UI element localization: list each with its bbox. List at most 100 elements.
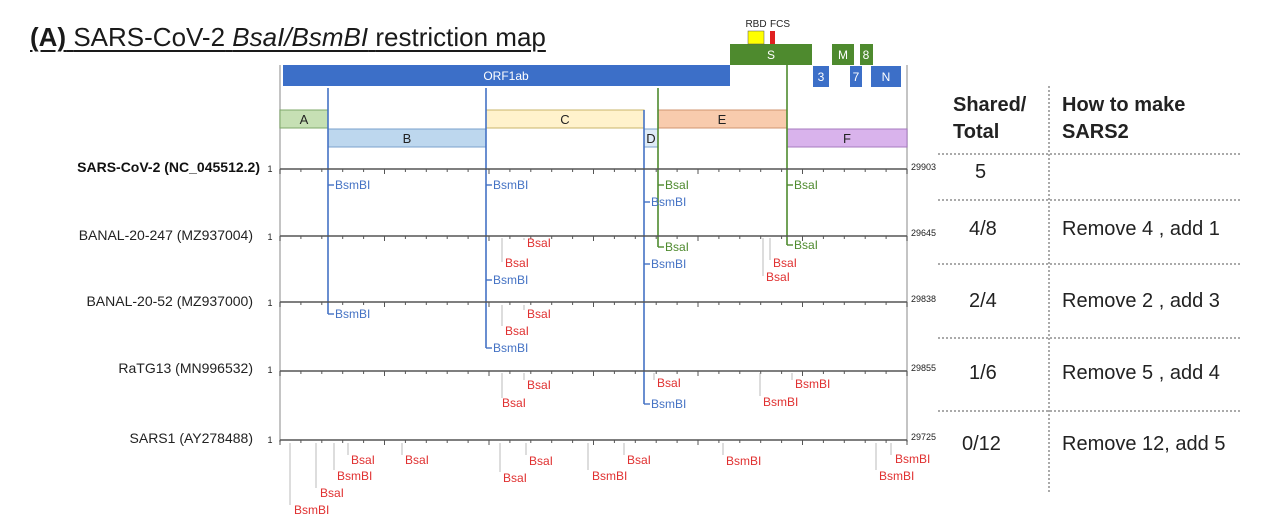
- title-enzymes: BsaI/BsmBI: [232, 22, 369, 52]
- title-virus: SARS-CoV-2: [73, 22, 226, 52]
- rbd-box: [747, 30, 765, 45]
- rbd-label: RBD: [745, 19, 766, 30]
- orf7-label: 7: [853, 70, 860, 84]
- header-how-line1: How to make: [1062, 94, 1186, 116]
- site-bsai: BsaI: [505, 324, 529, 338]
- fragment-d-label: D: [646, 131, 655, 146]
- fcs-label: FCS: [770, 19, 790, 30]
- genome-start-ratg13: 1: [267, 365, 272, 375]
- genome-end-banal52: 29838: [911, 294, 936, 304]
- orf1ab-label: ORF1ab: [483, 69, 529, 83]
- how-cell-banal247: Remove 4 , add 1: [1062, 218, 1220, 240]
- site-bsmbi: BsmBI: [337, 469, 372, 483]
- site-bsmbi: BsmBI: [335, 178, 370, 192]
- site-bsai: BsaI: [529, 454, 553, 468]
- site-bsai: BsaI: [351, 453, 375, 467]
- site-bsmbi: BsmBI: [651, 257, 686, 271]
- table-lines: [938, 86, 1240, 492]
- orf3-label: 3: [818, 70, 825, 84]
- figure-title: (A) SARS-CoV-2 BsaI/BsmBI restriction ma…: [30, 22, 546, 53]
- genome-end-ratg13: 29855: [911, 363, 936, 373]
- header-shared-line2: Total: [953, 121, 1000, 143]
- site-bsai: BsaI: [503, 471, 527, 485]
- site-bsai: BsaI: [320, 486, 344, 500]
- s-gene-label: S: [767, 48, 775, 62]
- title-suffix: restriction map: [375, 22, 546, 52]
- genome-label-ratg13: RaTG13 (MN996532): [118, 360, 253, 376]
- site-bsmbi: BsmBI: [879, 469, 914, 483]
- site-bsai: BsaI: [665, 240, 689, 254]
- orf8-label: 8: [863, 48, 870, 62]
- genome-axes: [279, 168, 908, 445]
- fragment-a-label: A: [300, 112, 309, 127]
- orf7-bar: [850, 66, 862, 87]
- site-bsmbi: BsmBI: [763, 395, 798, 409]
- n-gene-bar: [871, 66, 901, 87]
- fcs-box: [770, 31, 775, 44]
- genome-end-sarscov2: 29903: [911, 162, 936, 172]
- panel-label: (A): [30, 22, 67, 52]
- orf1ab-bar: [283, 65, 730, 86]
- site-bsai: BsaI: [527, 307, 551, 321]
- site-bsai: BsaI: [527, 236, 551, 250]
- table-header-how: How to make SARS2: [1062, 92, 1185, 146]
- m-gene-label: M: [838, 48, 848, 62]
- n-gene-label: N: [882, 70, 891, 84]
- header-how-line2: SARS2: [1062, 121, 1129, 143]
- site-bsmbi: BsmBI: [895, 452, 930, 466]
- site-bsai: BsaI: [405, 453, 429, 467]
- orf8-bar: [860, 44, 873, 65]
- shared-cell-sars1: 0/12: [962, 433, 1001, 455]
- row-labels: SARS-CoV-2 (NC_045512.2) BANAL-20-247 (M…: [77, 159, 936, 446]
- genome-end-banal247: 29645: [911, 228, 936, 238]
- genome-start-sars1: 1: [267, 435, 272, 445]
- orf3-bar: [813, 66, 829, 87]
- site-bsmbi: BsmBI: [592, 469, 627, 483]
- genome-start-sarscov2: 1: [267, 164, 272, 174]
- fragment-f-label: F: [843, 131, 851, 146]
- fragment-e-label: E: [718, 112, 727, 127]
- fragment-b-label: B: [403, 131, 412, 146]
- header-shared-line1: Shared/: [953, 94, 1027, 116]
- site-bsmbi: BsmBI: [726, 454, 761, 468]
- shared-cell-banal247: 4/8: [969, 218, 997, 240]
- how-cell-ratg13: Remove 5 , add 4: [1062, 362, 1220, 384]
- shared-cell-banal52: 2/4: [969, 290, 997, 312]
- how-cell-sars1: Remove 12, add 5: [1062, 433, 1226, 455]
- site-bsai: BsaI: [773, 256, 797, 270]
- genome-start-banal247: 1: [267, 232, 272, 242]
- site-bsmbi: BsmBI: [493, 273, 528, 287]
- shared-cell-ratg13: 1/6: [969, 362, 997, 384]
- m-gene-bar: [832, 44, 854, 65]
- site-bsmbi: BsmBI: [651, 195, 686, 209]
- genome-label-sars1: SARS1 (AY278488): [130, 430, 253, 446]
- how-cell-banal52: Remove 2 , add 3: [1062, 290, 1220, 312]
- site-bsai: BsaI: [527, 378, 551, 392]
- site-bsai: BsaI: [794, 238, 818, 252]
- gene-track: ORF1ab S RBD FCS M 8 3 7 N: [283, 19, 901, 87]
- site-bsmbi: BsmBI: [493, 341, 528, 355]
- site-bsai: BsaI: [665, 178, 689, 192]
- table-header-shared: Shared/ Total: [953, 92, 1026, 146]
- site-bsmbi: BsmBI: [651, 397, 686, 411]
- site-bsai: BsaI: [766, 270, 790, 284]
- site-bsmbi: BsmBI: [335, 307, 370, 321]
- genome-start-banal52: 1: [267, 298, 272, 308]
- fragment-c-label: C: [560, 112, 569, 127]
- site-bsmbi: BsmBI: [294, 503, 329, 517]
- genome-label-banal247: BANAL-20-247 (MZ937004): [79, 227, 253, 243]
- site-bsai: BsaI: [502, 396, 526, 410]
- site-bsai: BsaI: [657, 376, 681, 390]
- fragment-track: A B C D E F: [279, 109, 908, 148]
- shared-cell-sarscov2: 5: [975, 161, 987, 183]
- genome-label-banal52: BANAL-20-52 (MZ937000): [86, 293, 253, 309]
- site-bsai: BsaI: [505, 256, 529, 270]
- site-bsmbi: BsmBI: [795, 377, 830, 391]
- site-bsai: BsaI: [627, 453, 651, 467]
- site-markers: BsmBI BsmBI BsmBI BsaI BsaI BsaI BsaI Bs…: [289, 178, 930, 517]
- site-bsmbi: BsmBI: [493, 178, 528, 192]
- cut-lines: [327, 65, 788, 404]
- genome-label-sarscov2: SARS-CoV-2 (NC_045512.2): [77, 159, 260, 175]
- s-gene-bar: [730, 44, 812, 65]
